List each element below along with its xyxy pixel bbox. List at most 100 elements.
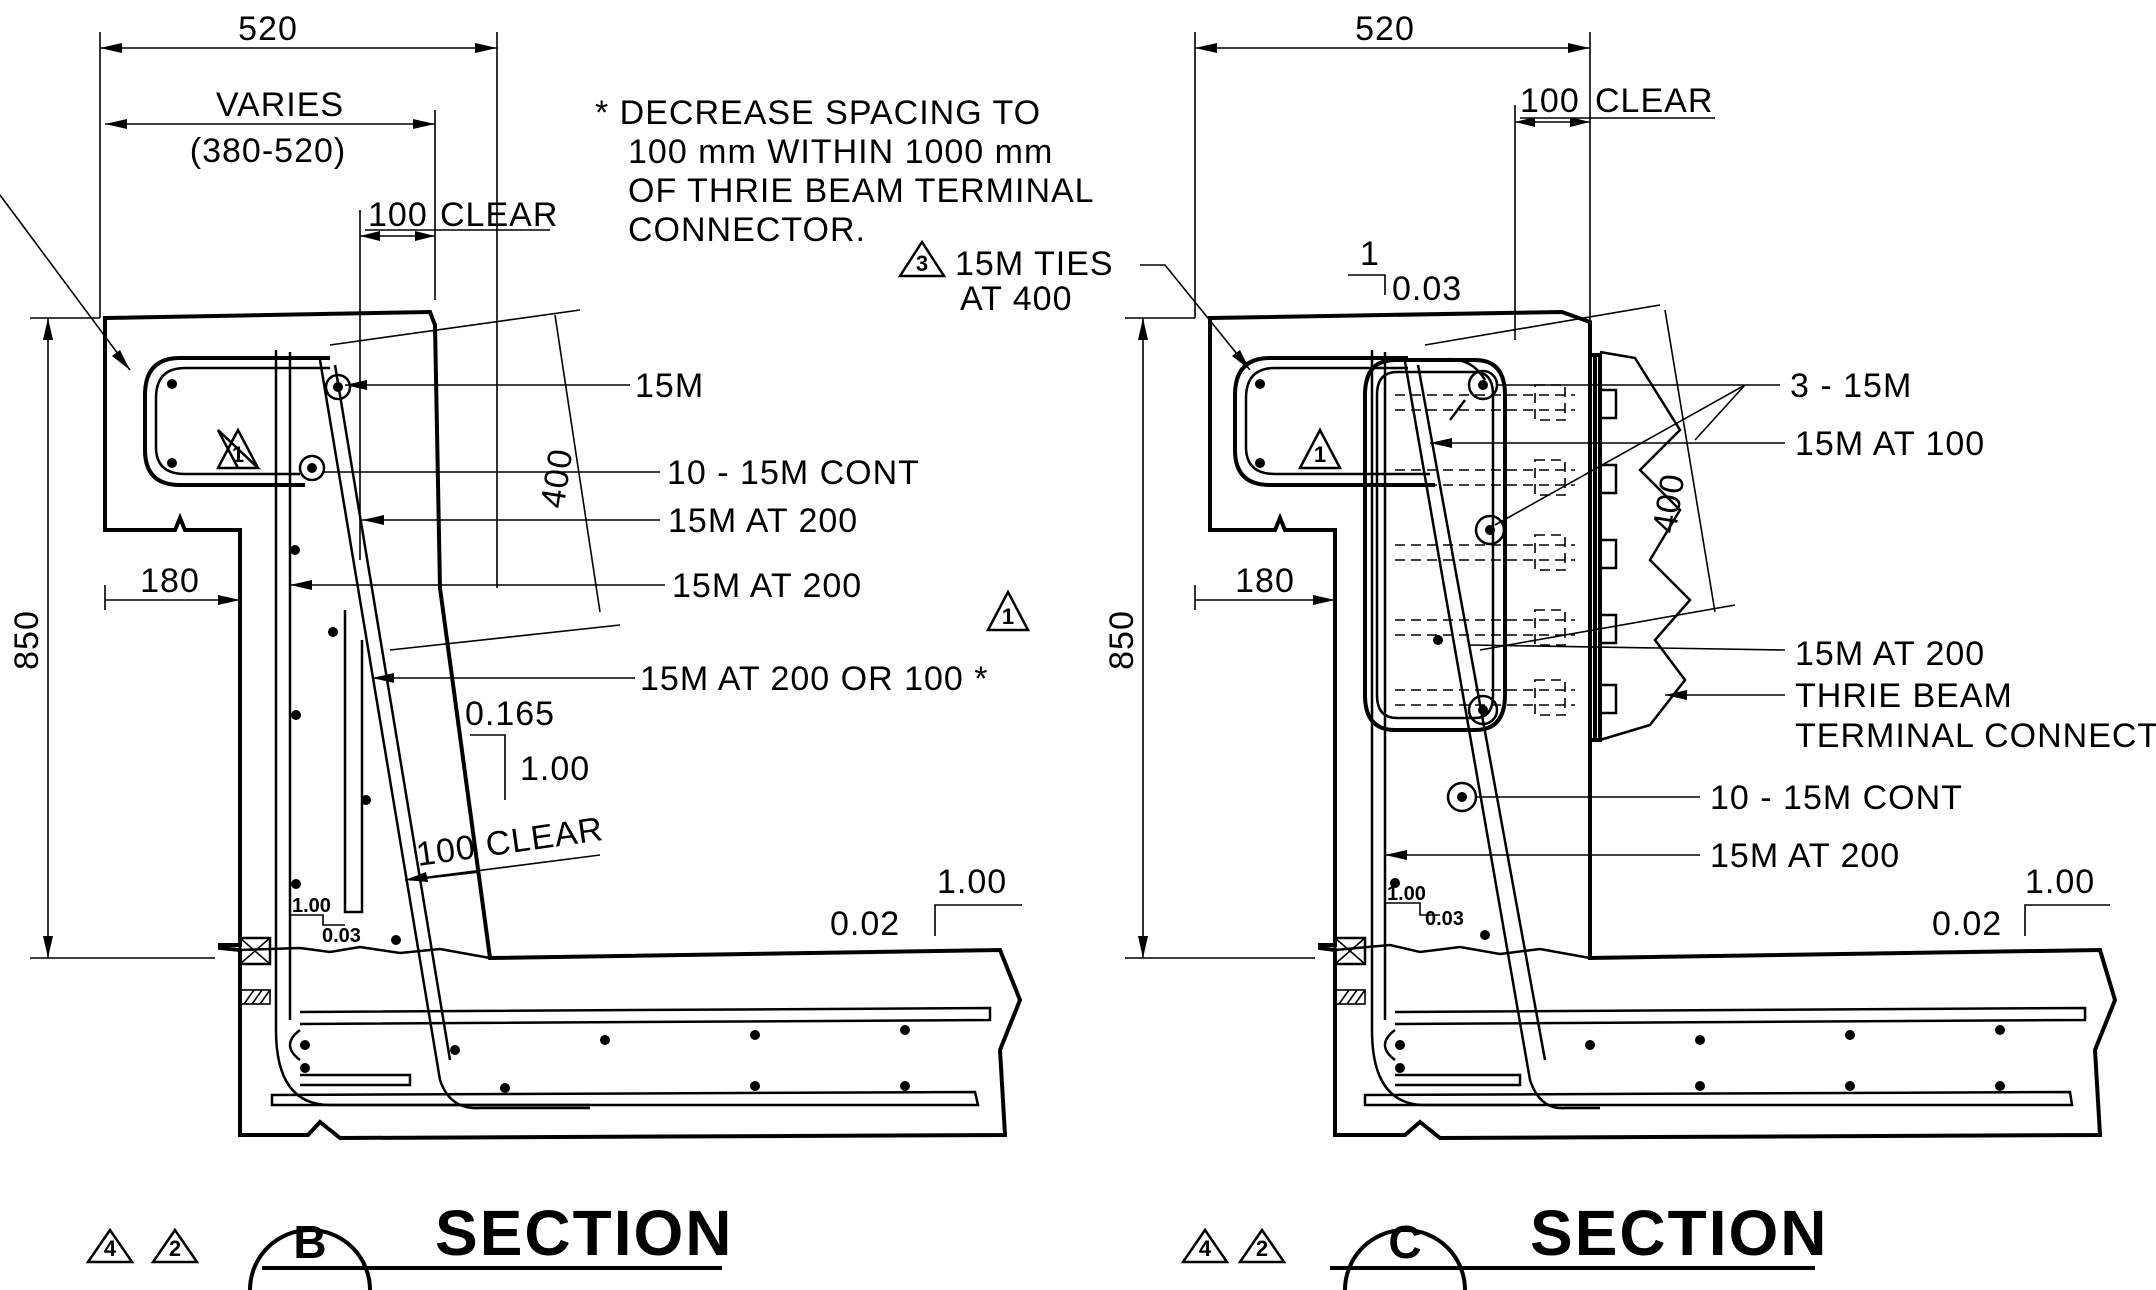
- title-triangle-2-c: [1237, 1227, 1287, 1264]
- dim-varies-b: [105, 110, 436, 300]
- leader-top-left-arrow-b: [112, 350, 130, 370]
- dim-520-c: [1194, 32, 1591, 320]
- bolt-heads-c: [1598, 388, 1618, 715]
- callout-at200b-arrow-c: [1385, 850, 1407, 860]
- rebar-dot: [1995, 1025, 2005, 1035]
- revision-triangle-b-inner: [215, 427, 262, 470]
- top-rebar-loop-c: [1233, 356, 1435, 487]
- callout-bars3-c: 3 - 15M: [1790, 367, 1912, 405]
- rebar-dot: [290, 545, 300, 555]
- rebar-dot: [1433, 635, 1443, 645]
- dim-520-b: [99, 32, 498, 588]
- rebar-dot: [900, 1025, 910, 1035]
- note-line-1: * DECREASE SPACING TO: [595, 94, 1041, 132]
- callout-at100-arrow-c: [1430, 438, 1452, 448]
- callout-cont-b: 10 - 15M CONT: [667, 454, 920, 492]
- rebar-dot: [750, 1030, 760, 1040]
- title-letter-b: B: [293, 1216, 326, 1268]
- rebar-dot: [291, 710, 301, 720]
- ties-line2-c: AT 400: [960, 280, 1072, 318]
- title-triangle-4-b: [85, 1227, 135, 1264]
- deck-bar-lower-c: [1395, 1073, 1522, 1087]
- rebar-dot: [900, 1081, 910, 1091]
- deck-bar-lower-b: [300, 1073, 412, 1087]
- top-rebar-loop-inner-b: [154, 366, 330, 476]
- callout-at200a-b: 15M AT 200: [668, 502, 858, 540]
- dim-clear-top-word-b: CLEAR: [440, 196, 558, 234]
- barrier-outline-c: [1208, 309, 2118, 1141]
- dim-400-b: [329, 309, 621, 651]
- dim-850-c: [1125, 317, 1315, 959]
- dim-850-b: [30, 317, 215, 959]
- title-triangle-4-b-num: 4: [104, 1236, 117, 1261]
- rebar-dot: [600, 1035, 610, 1045]
- joint-hatch-lines-b: [243, 989, 271, 1005]
- section-c: 520 100 CLEAR 850 180 400 1 0.03 3 15M T…: [897, 10, 2156, 1290]
- ties-rev-num-c: 3: [916, 251, 928, 276]
- deck-slope-symbol-c: [2024, 904, 2110, 936]
- title-triangle-2-b: [150, 1227, 200, 1264]
- dim-clear-top-num-b: 100: [368, 196, 428, 234]
- rebar-dot: [291, 879, 301, 889]
- rebar-dot: [1695, 1081, 1705, 1091]
- title-circle-b: [248, 1228, 372, 1290]
- small-003-c: 0.03: [1425, 908, 1464, 930]
- dim-clear-top-num-c: 100: [1520, 82, 1580, 120]
- rebar-dot: [1395, 1063, 1405, 1073]
- deck-slope-100-c: 1.00: [2025, 863, 2095, 901]
- deck-surface-c: [1334, 943, 1591, 960]
- dim-clear-top-c: [1514, 105, 1715, 340]
- rebar-dot: [300, 1063, 310, 1073]
- deck-slope-002-c: 0.02: [1932, 905, 2002, 943]
- callout-at200a-c: 15M AT 200: [1795, 635, 1985, 673]
- top-rebar-loop-inner-c: [1244, 366, 1430, 476]
- circled-bar: [1478, 705, 1488, 715]
- rebar-dot: [328, 627, 338, 637]
- callout-thrie-2-c: TERMINAL CONNECTOR: [1795, 717, 2156, 755]
- deck-bar-top-c: [1383, 1006, 2087, 1061]
- ties-line1-c: 15M TIES: [955, 245, 1114, 283]
- dim-clear-top-arrows-b: [360, 231, 435, 241]
- ties-leader-c: [1140, 264, 1251, 371]
- rebar-dot: [750, 1081, 760, 1091]
- rebar-dot: [300, 1040, 310, 1050]
- callout-at100-c: 15M AT 100: [1795, 425, 1985, 463]
- circled-bar: [1474, 514, 1506, 546]
- circled-bar: [307, 463, 317, 473]
- sloped-stirrup-2-b: [333, 364, 452, 1061]
- joint-box-c: [1333, 936, 1367, 966]
- revision-triangle-b-inner-num: 1: [232, 442, 244, 467]
- slope-0165-b: 0.165: [465, 695, 555, 733]
- rebar-dot: [500, 1083, 510, 1093]
- dim-clear-top-word-c: CLEAR: [1595, 82, 1713, 120]
- small-slope-symbol-b: [290, 914, 345, 926]
- dim-180-arrows-c: [1313, 595, 1335, 605]
- rebar-dot: [1255, 458, 1265, 468]
- circled-bar: [1467, 694, 1499, 726]
- dim-400-label-c: 400: [1646, 471, 1693, 536]
- top-slope-003-c: 0.03: [1392, 270, 1462, 308]
- deck-slope-100-b: 1.00: [937, 863, 1007, 901]
- dim-180-c: [1194, 585, 1335, 610]
- title-triangle-2-c-num: 2: [1256, 1236, 1268, 1261]
- deck-bar-bottom-c: [1363, 1090, 2074, 1107]
- revision-triangle-b-right-num: 1: [1002, 604, 1014, 629]
- dim-varies-range-b: (380-520): [190, 132, 346, 170]
- top-slope-1-c: 1: [1360, 235, 1380, 273]
- joint-hatch-c: [1334, 989, 1366, 1005]
- callout-15m-arrow-b: [345, 380, 367, 390]
- short-vertical-bar-b: [343, 610, 364, 914]
- rebar-dot: [1695, 1035, 1705, 1045]
- rebar-dot: [1480, 930, 1490, 940]
- clear-bottom-b: 100 CLEAR: [414, 810, 606, 874]
- rebar-dot: [450, 1045, 460, 1055]
- rebar-dot: [1845, 1030, 1855, 1040]
- joint-hatch-lines-c: [1338, 989, 1366, 1005]
- top-rebar-loop-b: [143, 356, 330, 487]
- ties-box-c: [1363, 358, 1507, 732]
- title-triangle-4-c: [1180, 1227, 1230, 1264]
- ties-box-inner-c: [1375, 370, 1495, 720]
- rebar-dot: [1845, 1081, 1855, 1091]
- dim-180-b: [104, 585, 240, 610]
